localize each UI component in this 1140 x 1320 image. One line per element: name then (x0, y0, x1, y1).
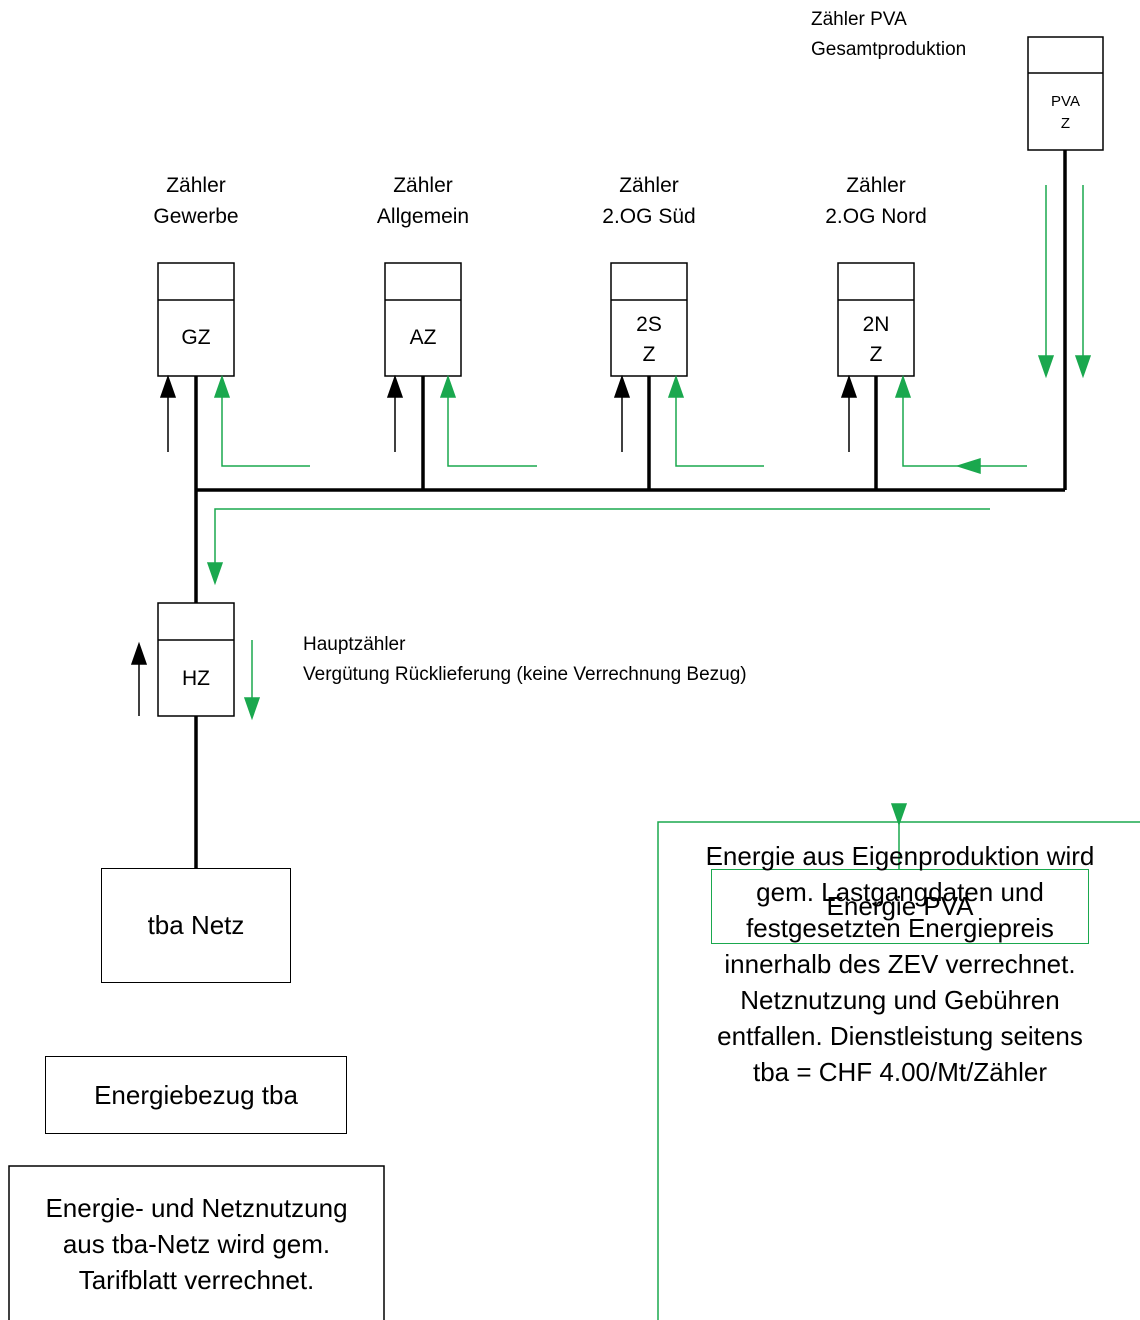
grid-note-frame (8, 1165, 385, 1320)
allgemein-title-line2: Allgemein (376, 205, 470, 228)
sued-title-line1: Zähler (619, 174, 679, 197)
energie-pva-box: Energie PVA (711, 869, 1089, 944)
nord-meter-title: Zähler 2.OG Nord (796, 170, 956, 232)
bus-wiring (194, 150, 1067, 868)
pva-meter-title-line1: Zähler PVA (811, 9, 907, 30)
pva-note-line: tba = CHF 4.00/Mt/Zähler (752, 1057, 1048, 1087)
gewerbe-meter-title: Zähler Gewerbe (116, 170, 276, 232)
meter-box-pva (1027, 36, 1104, 151)
nord-code-line2: Z (869, 343, 883, 366)
sued-code-line2: Z (642, 343, 656, 366)
pva-note-line: festgesetzten Energiepreis (746, 913, 1054, 943)
pva-note-frame (657, 821, 1140, 1320)
pva-note-line: Energie aus Eigenproduktion wird (705, 841, 1095, 871)
pva-code-line1: PVA (1051, 93, 1080, 110)
meter-box-nord (837, 262, 915, 377)
sued-code-line1: 2S (636, 313, 662, 336)
pva-billing-note: Energie aus Eigenproduktion wird gem. La… (660, 838, 1140, 1090)
haupt-subtitle: Vergütung Rücklieferung (keine Verrechnu… (303, 664, 747, 685)
gewerbe-title-line2: Gewerbe (153, 205, 239, 228)
haupt-meter-code: HZ (158, 664, 234, 694)
meter-box-gewerbe (157, 262, 235, 377)
pva-note-line: gem. Lastgangdaten und (756, 877, 1044, 907)
allgemein-meter-code: AZ (385, 323, 461, 353)
nord-title-line1: Zähler (846, 174, 906, 197)
sued-meter-code: 2S Z (611, 310, 687, 370)
energiebezug-box: Energiebezug tba (45, 1056, 347, 1134)
pva-note-line: entfallen. Dienstleistung seitens (717, 1021, 1083, 1051)
haupt-title: Hauptzähler (303, 634, 406, 655)
nord-title-line2: 2.OG Nord (825, 205, 927, 228)
gewerbe-code: GZ (181, 326, 211, 349)
sued-title-line2: 2.OG Süd (602, 205, 696, 228)
nord-code-line1: 2N (862, 313, 890, 336)
pva-meter-code: PVA Z (1028, 91, 1103, 135)
pva-meter-title: Zähler PVA Gesamtproduktion (811, 5, 966, 65)
gewerbe-meter-code: GZ (158, 323, 234, 353)
meter-box-haupt (157, 602, 235, 717)
pva-code-line2: Z (1060, 115, 1071, 132)
haupt-meter-description: Hauptzähler Vergütung Rücklieferung (kei… (303, 630, 747, 690)
meter-box-allgemein (384, 262, 462, 377)
grid-note-line: Tarifblatt verrechnet. (78, 1265, 315, 1295)
gewerbe-title-line1: Zähler (166, 174, 226, 197)
pva-note-line: innerhalb des ZEV verrechnet. (724, 949, 1076, 979)
pva-meter-title-line2: Gesamtproduktion (811, 39, 967, 60)
sued-meter-title: Zähler 2.OG Süd (569, 170, 729, 232)
allgemein-meter-title: Zähler Allgemein (343, 170, 503, 232)
tba-netz-box: tba Netz (101, 868, 291, 983)
haupt-code: HZ (182, 667, 210, 690)
grid-note-line: aus tba-Netz wird gem. (62, 1229, 331, 1259)
grid-billing-note: Energie- und Netznutzung aus tba-Netz wi… (9, 1190, 384, 1298)
allgemein-code: AZ (409, 326, 437, 349)
allgemein-title-line1: Zähler (393, 174, 453, 197)
grid-note-line: Energie- und Netznutzung (45, 1193, 348, 1223)
pva-note-line: Netznutzung und Gebühren (740, 985, 1060, 1015)
nord-meter-code: 2N Z (838, 310, 914, 370)
